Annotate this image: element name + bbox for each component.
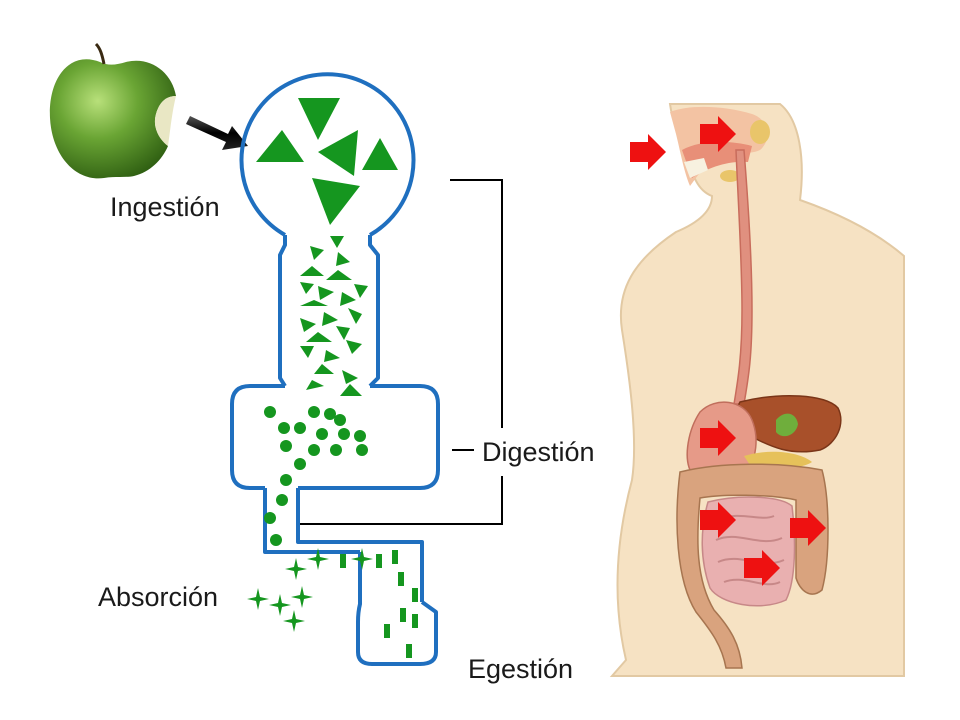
food-particles xyxy=(256,98,418,658)
digestion-bracket xyxy=(300,179,503,525)
red-arrow-icon xyxy=(790,510,826,546)
label-digestion: Digestión xyxy=(482,437,595,467)
red-arrow-icon xyxy=(744,550,780,586)
label-ingestion: Ingestión xyxy=(110,192,220,222)
absorbed-nutrient-stars xyxy=(247,548,373,632)
red-arrow-icon xyxy=(700,502,736,538)
red-arrow-icon xyxy=(630,134,666,170)
human-anatomy-illustration xyxy=(609,103,905,677)
red-arrow-icon xyxy=(700,116,736,152)
digestion-label-background xyxy=(476,428,624,476)
label-absorption: Absorción xyxy=(98,582,219,612)
red-arrow-icons xyxy=(630,116,826,586)
apple-icon xyxy=(49,42,176,179)
label-egestion: Egestión xyxy=(468,654,574,684)
red-arrow-icon xyxy=(700,420,736,456)
digestive-tract-outline xyxy=(230,72,440,666)
black-arrow-icon xyxy=(186,116,248,150)
